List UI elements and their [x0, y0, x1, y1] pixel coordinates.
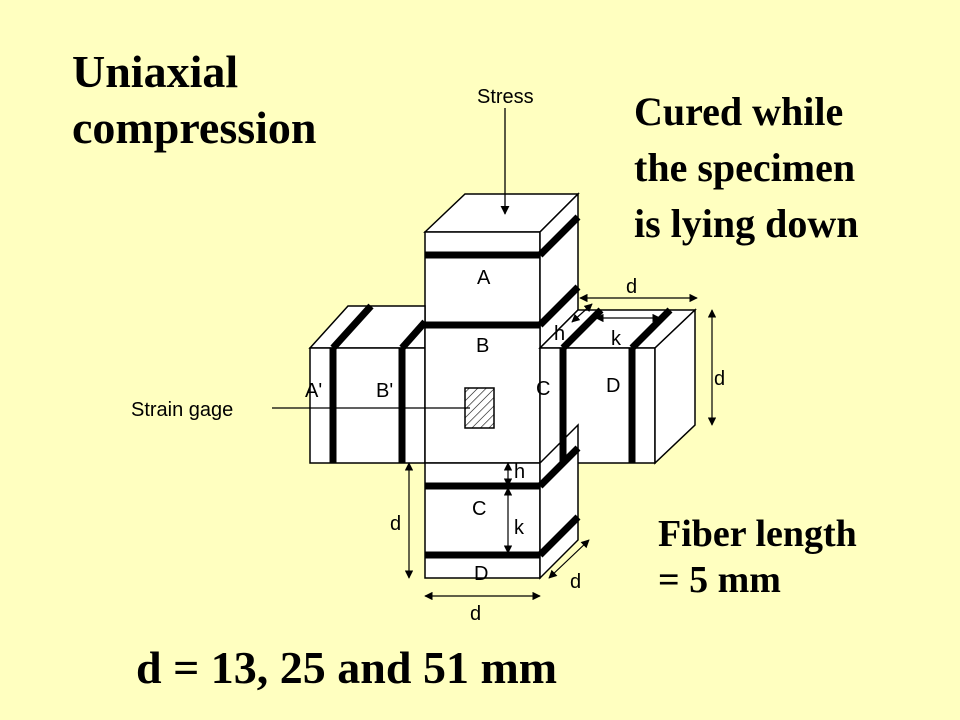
- face-c-center-label: C: [536, 378, 550, 400]
- dim-d-bottom-diag-label: d: [570, 571, 581, 593]
- band-a-prime-top: [330, 303, 374, 351]
- band-d-bottom-side: [537, 514, 581, 558]
- face-a-prime-label: A': [305, 380, 322, 402]
- fiber-length-note: Fiber length = 5 mm: [658, 512, 857, 604]
- stress-label: Stress: [477, 86, 534, 108]
- strain-gage-label: Strain gage: [131, 399, 233, 421]
- band-b-side: [537, 284, 581, 328]
- dim-d-right-label: d: [714, 368, 725, 390]
- face-b-label: B: [476, 335, 489, 357]
- left-block-front-face: [309, 347, 426, 464]
- main-title-line-1: Uniaxial: [72, 46, 239, 97]
- dim-bottom-diag-d-arrow: [548, 539, 590, 579]
- face-a-label: A: [477, 267, 491, 289]
- dim-h-top-label: h: [554, 323, 565, 345]
- dim-k-top-label: k: [611, 328, 622, 350]
- dim-d-top-label: d: [626, 276, 637, 298]
- main-title: Uniaxial compression: [72, 44, 317, 156]
- dim-d-left-bottom-label: d: [390, 513, 401, 535]
- main-title-line-2: compression: [72, 102, 317, 153]
- dim-h-bottom-label: h: [514, 461, 525, 483]
- face-b-prime-label: B': [376, 380, 393, 402]
- curing-note-line-2: the specimen: [634, 145, 856, 190]
- right-block-side-face: [654, 308, 696, 465]
- face-c-bottom-label: C: [472, 498, 486, 520]
- curing-note-line-1: Cured while: [634, 89, 844, 134]
- band-d-top: [629, 307, 673, 351]
- dim-top-h-arrow: [571, 303, 593, 323]
- face-d-bottom-label: D: [474, 563, 488, 585]
- band-a-side: [537, 214, 581, 258]
- band-c-top: [560, 307, 604, 351]
- fiber-length-line-1: Fiber length: [658, 513, 857, 555]
- face-d-right-label: D: [606, 375, 620, 397]
- band-c-bottom-side: [537, 445, 581, 489]
- curing-note-line-3: is lying down: [634, 201, 859, 246]
- dim-k-bottom-label: k: [514, 517, 525, 539]
- d-values-note: d = 13, 25 and 51 mm: [136, 642, 558, 693]
- dim-d-bottom-label: d: [470, 603, 481, 625]
- fiber-length-line-2: = 5 mm: [658, 559, 781, 601]
- curing-note: Cured while the specimen is lying down: [634, 88, 859, 256]
- band-b-prime-top: [399, 319, 428, 351]
